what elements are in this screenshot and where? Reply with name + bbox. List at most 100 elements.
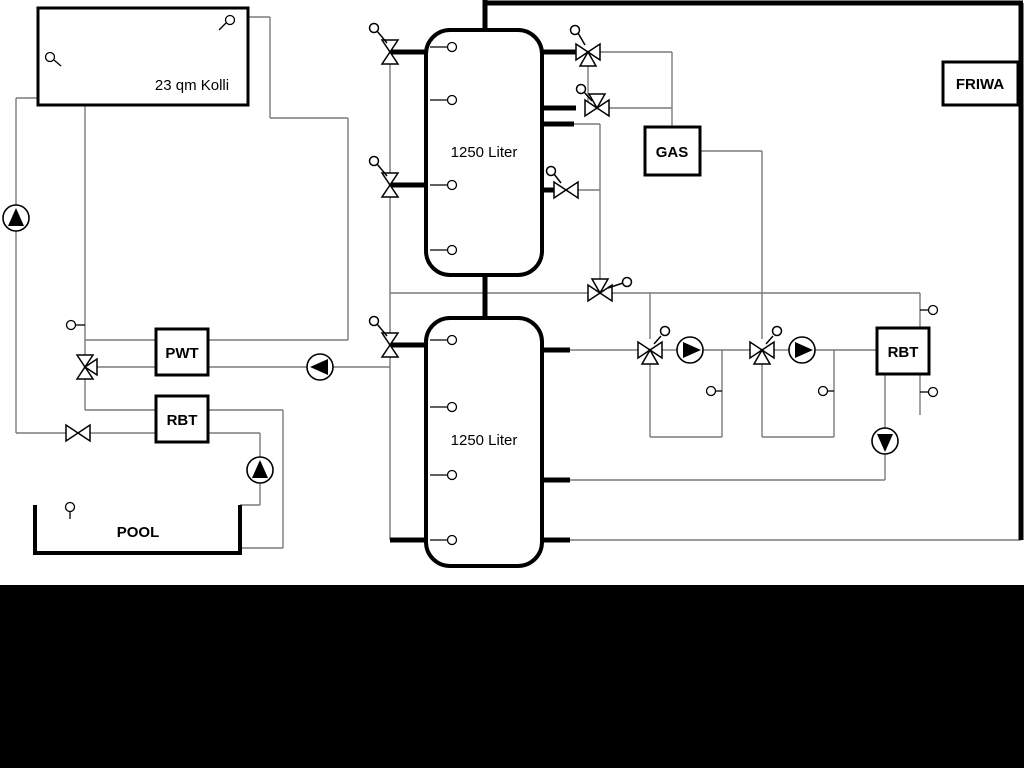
temp-sensor <box>224 14 236 26</box>
valve-header-three-way <box>587 276 633 303</box>
temp-sensor <box>705 385 717 397</box>
sensor-stem <box>376 163 388 177</box>
temp-sensor <box>65 319 77 331</box>
pump-arrow-icon <box>252 460 268 478</box>
temp-sensor <box>446 401 458 413</box>
buffer-tank-bottom <box>424 316 544 568</box>
valve-body <box>586 42 601 62</box>
sensor-stem <box>376 323 388 337</box>
valve-body <box>380 183 400 198</box>
buffer-tank-top-label: 1250 Liter <box>451 144 518 161</box>
valve-body <box>760 340 775 360</box>
valve-actuator-icon <box>569 24 581 36</box>
sensor-stem <box>577 32 586 46</box>
valve-actuator-icon <box>368 22 380 34</box>
rbt-right-label: RBT <box>888 344 919 361</box>
valve-body <box>76 423 91 443</box>
valve-tank1-top-charge <box>368 22 400 65</box>
rbt-right-box <box>875 326 931 376</box>
buffer-tank-top <box>424 28 544 277</box>
valve-body <box>587 283 602 303</box>
valve-body <box>65 423 80 443</box>
valve-tank1-mid-charge <box>368 155 400 198</box>
valve-actuator-icon <box>545 165 557 177</box>
valve-body <box>590 278 610 295</box>
pwt-label: PWT <box>165 345 198 362</box>
valve-body <box>640 348 660 365</box>
pump-arrow-icon <box>683 342 701 358</box>
solar-collector <box>36 6 250 107</box>
pump-arrow-icon <box>877 434 893 452</box>
pump-heating-2 <box>788 336 816 364</box>
temp-sensor <box>446 179 458 191</box>
valve-pwt-three-way <box>75 354 98 380</box>
valve-actuator-icon <box>771 325 783 337</box>
valve-body <box>380 39 400 54</box>
valve-body <box>380 332 400 347</box>
valve-body <box>553 180 568 200</box>
valve-body <box>380 343 400 358</box>
temp-sensor <box>446 244 458 256</box>
valve-actuator-icon <box>659 325 671 337</box>
pump-arrow-icon <box>8 208 24 226</box>
valve-body <box>75 365 95 380</box>
friwa-label: FRIWA <box>956 76 1004 93</box>
valve-actuator-icon <box>368 155 380 167</box>
valve-body <box>380 50 400 65</box>
gas-boiler-label: GAS <box>656 144 689 161</box>
pump-heating-1 <box>676 336 704 364</box>
temp-sensor <box>446 94 458 106</box>
pool-basin <box>33 505 242 555</box>
temp-sensor <box>64 501 76 513</box>
sensor-stem <box>583 91 593 102</box>
solar-collector-label: 23 qm Kolli <box>155 77 229 94</box>
pump-charge <box>306 353 334 381</box>
sensor-stem <box>376 30 388 44</box>
valve-body <box>75 354 95 369</box>
buffer-tank-bottom-label: 1250 Liter <box>451 432 518 449</box>
gas-boiler <box>643 125 702 177</box>
pump-arrow-icon <box>310 359 328 375</box>
valve-gas-return <box>545 165 579 200</box>
valve-body <box>587 93 607 110</box>
valve-mixing-circuit-2 <box>749 325 783 365</box>
valves <box>65 22 783 443</box>
valve-body <box>380 172 400 187</box>
temp-sensor <box>44 51 56 63</box>
pool-label: POOL <box>117 524 160 541</box>
sensor-stem <box>607 282 624 289</box>
valve-actuator-icon <box>621 276 633 288</box>
valve-pool-circuit <box>65 423 91 443</box>
rbt-left-label: RBT <box>167 412 198 429</box>
valve-body <box>637 340 652 360</box>
temp-sensor <box>927 304 939 316</box>
friwa-station <box>941 60 1020 107</box>
valve-body <box>595 98 610 118</box>
heat-exchanger-pwt <box>154 327 210 377</box>
valve-body <box>83 357 98 377</box>
temp-sensor <box>817 385 829 397</box>
pumps <box>2 204 899 484</box>
temp-sensor <box>446 41 458 53</box>
temp-sensor <box>446 334 458 346</box>
rbt-left-box <box>154 394 210 444</box>
sensor-stem <box>53 59 62 67</box>
valve-body <box>575 42 590 62</box>
temp-sensor <box>927 386 939 398</box>
valve-tank2-charge <box>368 315 400 358</box>
valve-actuator-icon <box>368 315 380 327</box>
pump-arrow-icon <box>795 342 813 358</box>
sensor-stem <box>553 173 562 184</box>
valve-tank1-right-top <box>569 24 601 67</box>
temp-sensor <box>446 469 458 481</box>
valve-body <box>564 180 579 200</box>
sensor-stem <box>218 22 227 31</box>
valve-body <box>648 340 663 360</box>
sensors <box>44 14 939 546</box>
valve-body <box>749 340 764 360</box>
black-footer-band <box>0 585 1024 768</box>
pump-rbt-return <box>871 427 899 455</box>
valve-body <box>584 98 599 118</box>
